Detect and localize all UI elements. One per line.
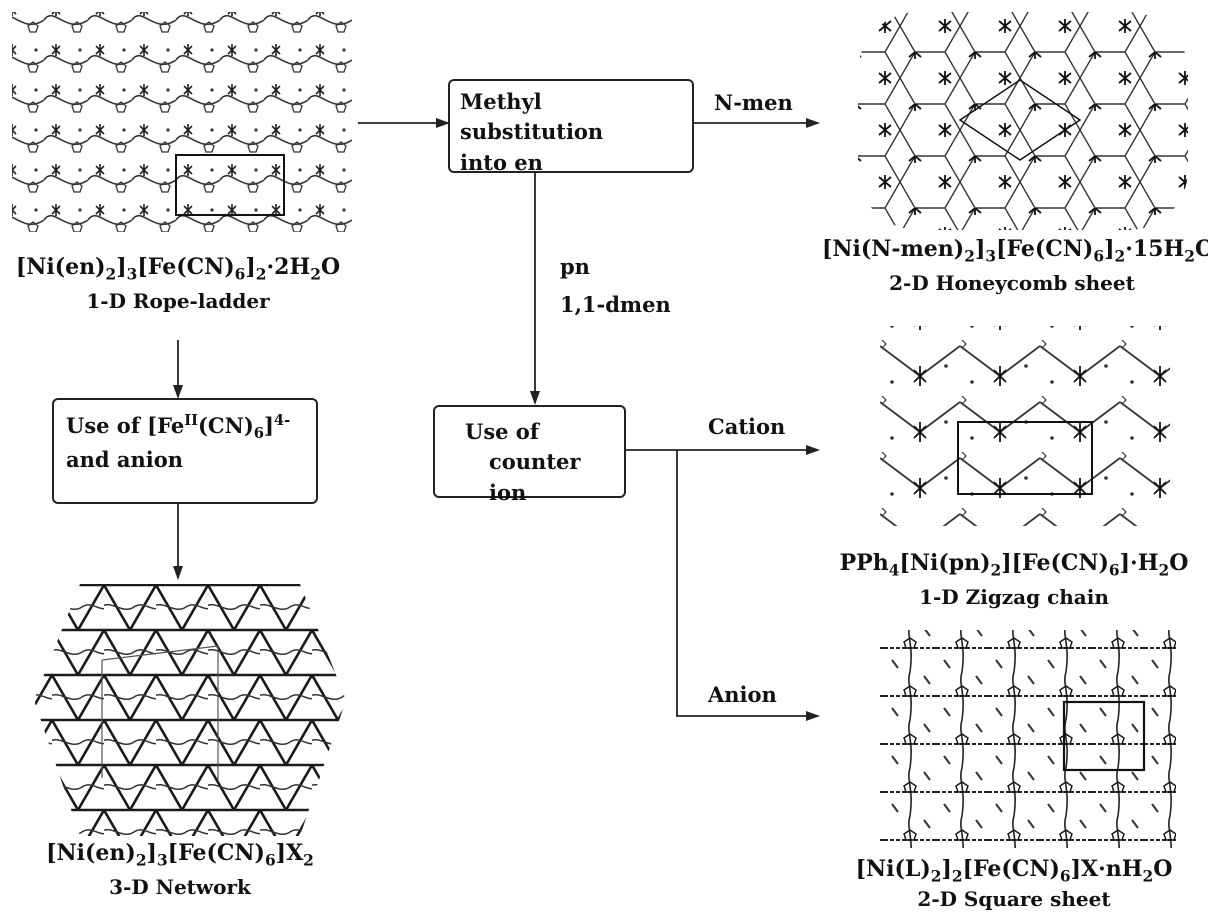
methyl-substitution-line2: into en	[460, 149, 543, 175]
zigzag-formula: PPh4[Ni(pn)2][Fe(CN)6]·H2O	[839, 550, 1189, 580]
label-n-men: N-men	[714, 90, 793, 115]
network-name: 3-D Network	[109, 875, 251, 900]
use-of-feii-box: Use of [FeII(CN)6]4- and anion	[52, 398, 318, 504]
honeycomb-structure-image	[858, 12, 1188, 230]
zigzag-unit-cell	[957, 421, 1093, 495]
label-anion: Anion	[708, 682, 777, 707]
rope-ladder-formula: [Ni(en)2]3[Fe(CN)6]2·2H2O	[15, 254, 341, 284]
label-cation: Cation	[708, 414, 786, 439]
network-formula: [Ni(en)2]3[Fe(CN)6]X2	[46, 840, 314, 870]
honeycomb-unit-cell	[958, 79, 1082, 161]
zigzag-structure-image	[880, 326, 1170, 526]
label-pn: pn	[560, 254, 590, 279]
rope-ladder-caption: [Ni(en)2]3[Fe(CN)6]2·2H2O 1-D Rope-ladde…	[0, 254, 356, 313]
counter-ion-line2: counter ion	[489, 449, 581, 505]
counter-ion-box: Use of counter ion	[433, 405, 626, 505]
use-of-feii-line1: Use of [FeII(CN)6]4-	[66, 412, 291, 443]
methyl-substitution-line1: Methyl substitution	[460, 89, 604, 145]
network-structure-image	[34, 584, 346, 836]
label-dmen: 1,1-dmen	[560, 292, 671, 317]
square-sheet-unit-cell	[1062, 700, 1146, 772]
rope-ladder-name: 1-D Rope-ladder	[86, 289, 270, 314]
square-sheet-structure-image	[880, 630, 1176, 848]
rope-ladder-structure-image	[12, 12, 352, 232]
network-caption: [Ni(en)2]3[Fe(CN)6]X2 3-D Network	[0, 840, 360, 899]
network-unit-cell	[101, 645, 219, 780]
honeycomb-caption: [Ni(N-men)2]3[Fe(CN)6]2·15H2O 2-D Honeyc…	[822, 236, 1208, 296]
zigzag-name: 1-D Zigzag chain	[919, 585, 1109, 610]
honeycomb-formula: [Ni(N-men)2]3[Fe(CN)6]2·15H2O	[822, 236, 1208, 266]
honeycomb-name: 2-D Honeycomb sheet	[889, 271, 1135, 296]
methyl-substitution-box: Methyl substitution into en	[448, 79, 694, 175]
use-of-feii-line2: and anion	[66, 446, 183, 472]
counter-ion-line1: Use of	[465, 419, 539, 444]
square-sheet-name: 2-D Square sheet	[917, 887, 1111, 912]
square-sheet-formula: [Ni(L)2]2[Fe(CN)6]X·nH2O	[855, 856, 1173, 886]
arrow-counter-to-anion	[676, 450, 820, 721]
rope-ladder-unit-cell	[175, 154, 285, 216]
zigzag-caption: PPh4[Ni(pn)2][Fe(CN)6]·H2O 1-D Zigzag ch…	[826, 550, 1202, 609]
square-sheet-caption: [Ni(L)2]2[Fe(CN)6]X·nH2O 2-D Square shee…	[826, 856, 1202, 911]
